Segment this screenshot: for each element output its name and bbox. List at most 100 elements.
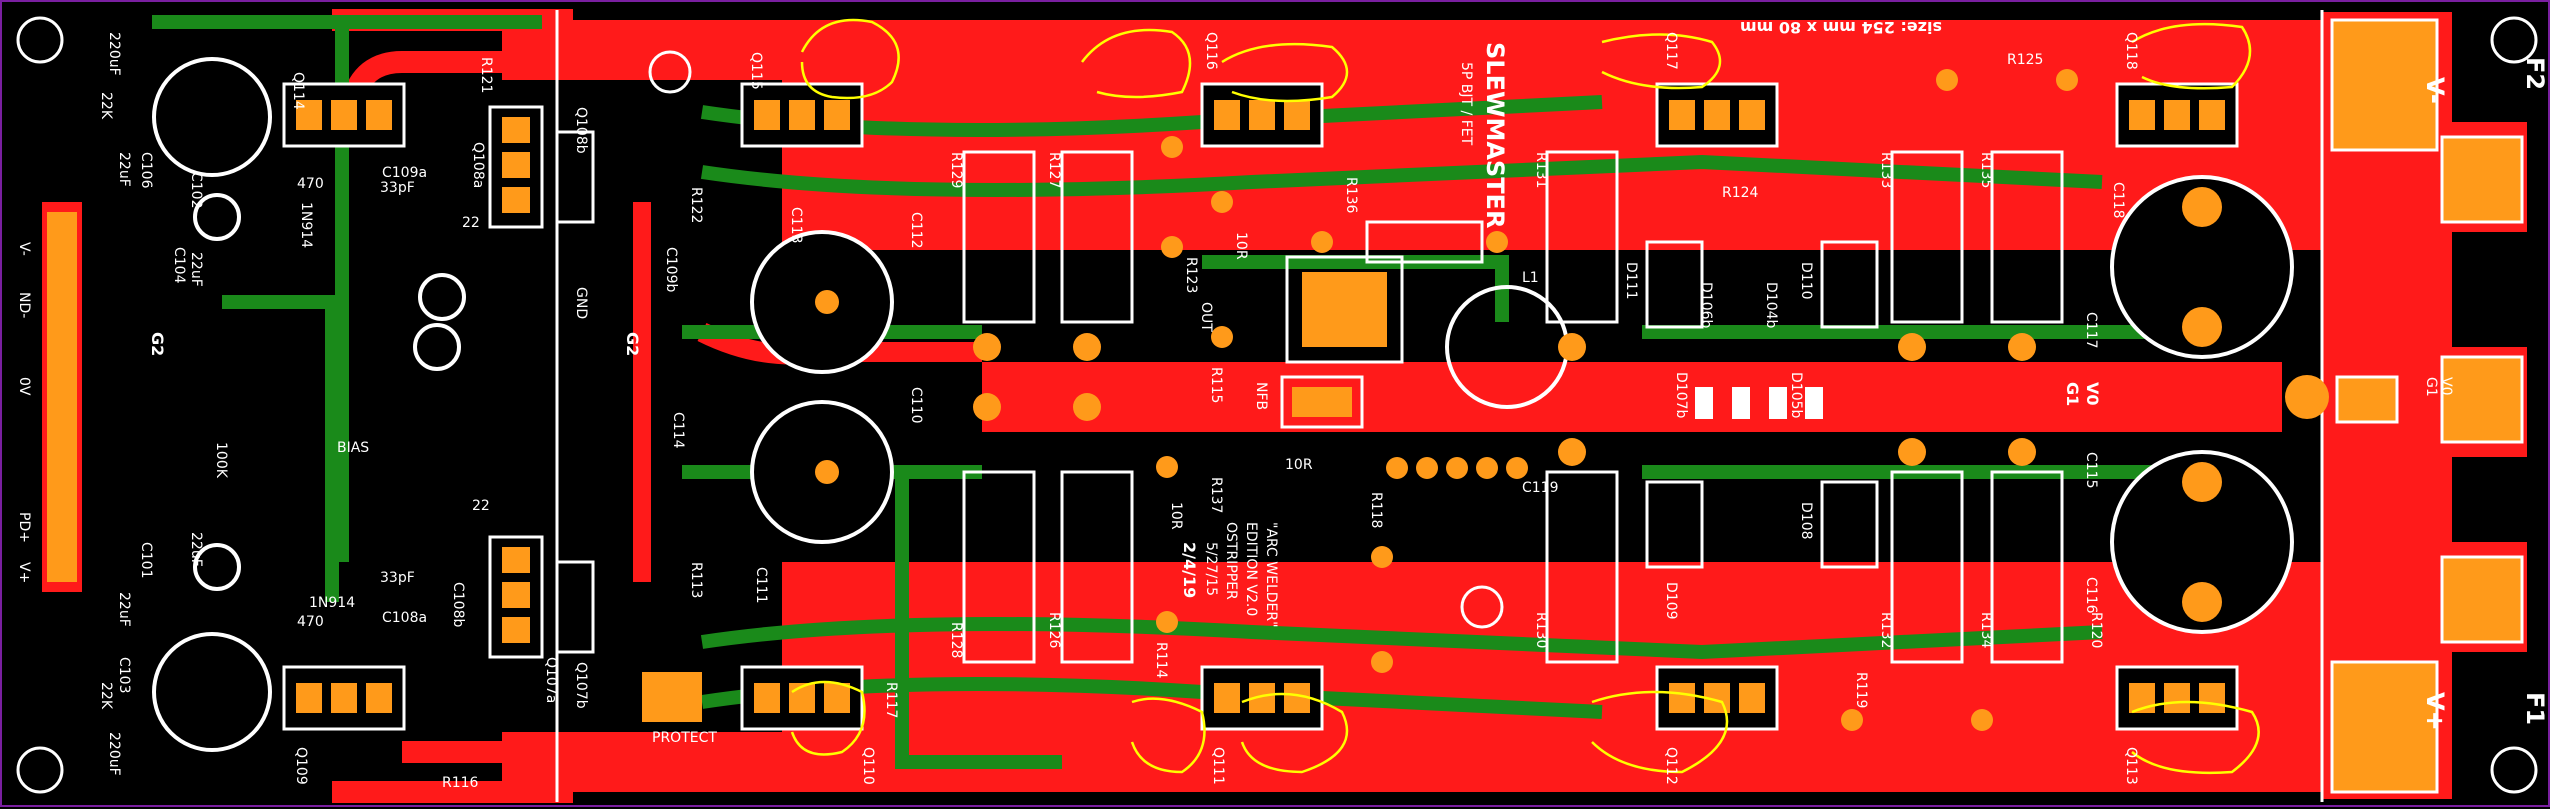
r132-body [1890,470,1964,664]
q107b-footprint [555,560,595,654]
label-g1: G1 [2063,382,2082,406]
ref-q108b: Q108b [573,107,589,154]
v0-terminal [2335,375,2399,424]
pad [1739,100,1765,130]
cap-c106-220uf [152,57,272,177]
terminal-pd: PD+ [16,512,32,543]
edition-line3: OSTRIPPER [1223,522,1239,600]
edition-date: 2/4/19 [1180,542,1199,598]
ref-r132: R132 [1878,612,1894,648]
pad [296,100,322,130]
diode-d105b [1805,387,1823,419]
value-22uf-a: 22uF [116,152,132,187]
r129-body [962,150,1036,324]
ground-bus [982,362,2282,432]
diode-d104b [1769,387,1787,419]
ref-r119: R119 [1853,672,1869,708]
pad [1073,393,1101,421]
ref-q115: Q115 [748,52,764,90]
pad [1898,333,1926,361]
terminal-0v: 0V [16,377,32,396]
ref-r133: R133 [1878,152,1894,188]
fuse-f2: F2 [2521,57,2549,90]
pad [2008,438,2036,466]
cap-c103-220uf [152,632,272,752]
pad [824,683,850,713]
cap-c116 [2110,450,2294,634]
d110-body [1820,240,1879,329]
pad [502,187,530,213]
ref-r128: R128 [948,622,964,658]
v-plus-terminal [2440,555,2524,644]
cap-small [413,323,461,371]
ref-q111: Q111 [1210,747,1226,785]
annotation-circle [1591,690,1729,774]
r130-body [1545,470,1619,664]
pad [1486,231,1508,253]
annotation-circle [2131,22,2252,90]
mount-hole [16,746,64,794]
value-10r-c: 10R [1168,502,1184,530]
ref-r123: R123 [1183,257,1199,293]
pad [754,100,780,130]
annotation-circle [1240,692,1349,774]
label-g2: G2 [148,332,167,356]
value-22k-b: 22K [98,682,114,710]
title-slewmaster: SLEWMASTER [1481,42,1509,228]
rail-v-minus: V- [2421,77,2449,104]
ref-c108b: C108b [450,582,466,627]
ref-q107a: Q107a [543,657,559,703]
component-pads [47,69,2329,731]
out-pads [1302,272,1387,347]
label-out: OUT [1198,302,1214,332]
ref-r130: R130 [1533,612,1549,648]
mount-hole [648,50,692,94]
pad [2129,100,2155,130]
d111-body [1645,240,1704,329]
pad [296,683,322,713]
cap-small [418,273,466,321]
pad [1371,546,1393,568]
ref-q113: Q113 [2123,747,2139,785]
ref-d106b: D106b [1698,282,1714,329]
ref-c109a: C109a [382,165,427,181]
ref-c118: C118 [2110,182,2126,219]
pad [1416,457,1438,479]
ref-q118: Q118 [2123,32,2139,70]
ref-r136: R136 [1343,177,1359,214]
ref-d105b: D105b [1788,372,1804,419]
title-sub: 5P BJT / FET [1458,62,1474,146]
mount-hole [2490,746,2538,794]
ref-c111: C111 [753,567,769,604]
pad [1446,457,1468,479]
pad [2008,333,2036,361]
value-bias: BIAS [337,440,369,456]
label-gnd: GND [573,287,589,319]
pad [1739,683,1765,713]
ref-d111: D111 [1623,262,1639,300]
ref-r120: R120 [2088,612,2104,648]
pad [815,290,839,314]
left-terminal-pads [47,212,77,582]
annotations [790,18,2260,775]
pad [1073,333,1101,361]
ref-r129: R129 [948,152,964,188]
value-220uf-a: 220uF [106,32,122,76]
ref-c110: C110 [908,387,924,424]
ref-r127: R127 [1046,152,1062,188]
pad [502,582,530,608]
pad [973,333,1001,361]
ref-r126: R126 [1046,612,1062,649]
edition-line4: 5/27/15 [1203,542,1219,596]
ref-c101: C101 [138,542,154,579]
ref-c117: C117 [2083,312,2099,349]
pad [502,617,530,643]
label-protect: PROTECT [652,730,717,746]
cap-small [193,543,241,591]
r134-body [1990,470,2064,664]
value-470-b: 470 [297,614,324,630]
annotation-circle [1081,28,1192,99]
r131-body [1545,150,1619,324]
